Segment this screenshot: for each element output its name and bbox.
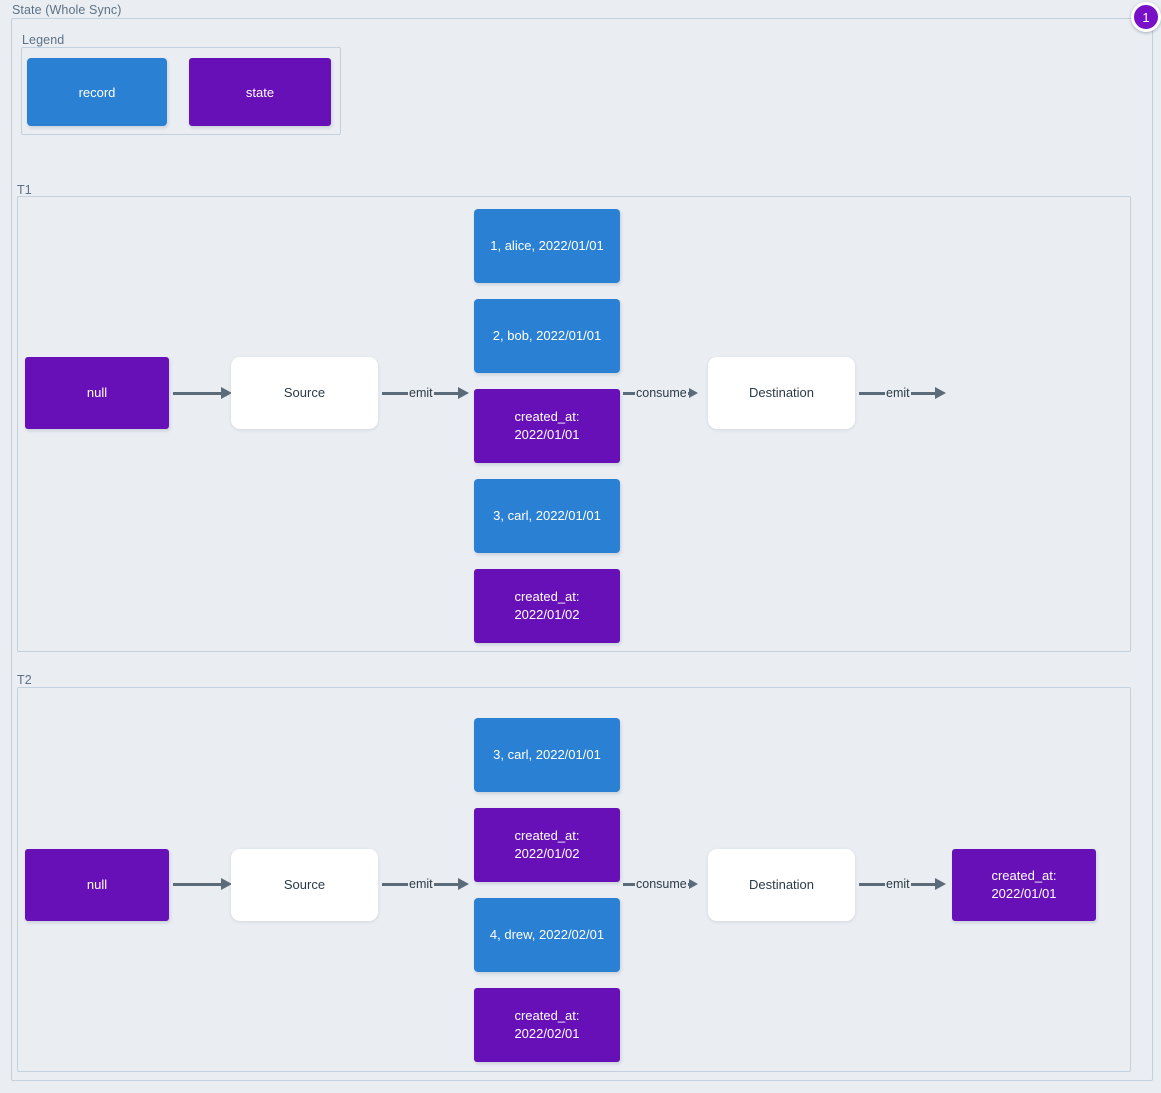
section-label-t1: T1	[17, 183, 32, 197]
t1-stream-item-0: 1, alice, 2022/01/01	[474, 209, 620, 283]
t1-stream-item-1: 2, bob, 2022/01/01	[474, 299, 620, 373]
edge-label: emit	[886, 876, 910, 891]
edge-line	[433, 882, 459, 886]
edge-line	[910, 882, 936, 886]
t2-stream-item-0: 3, carl, 2022/01/01	[474, 718, 620, 792]
diagram-title: State (Whole Sync)	[12, 3, 122, 17]
edge-label: consume	[636, 385, 687, 400]
t1-initial-state: null	[25, 357, 169, 429]
edge-line	[173, 391, 222, 395]
t2-edge-source-emit: emit	[382, 875, 469, 893]
t1-edge-destination-emit: emit	[859, 384, 946, 402]
t2-edge-consume: consume	[623, 875, 698, 893]
t1-stream-item-2: created_at: 2022/01/01	[474, 389, 620, 463]
edge-label: emit	[409, 385, 433, 400]
t2-initial-state: null	[25, 849, 169, 921]
arrow-head-icon	[688, 879, 698, 889]
edge-line	[910, 391, 936, 395]
arrow-head-icon	[221, 878, 232, 890]
edge-line	[623, 391, 635, 395]
t1-edge-consume: consume	[623, 384, 698, 402]
t2-edge-state-to-source	[173, 875, 232, 893]
edge-line	[382, 391, 408, 395]
edge-line	[859, 882, 885, 886]
t1-edge-source-emit: emit	[382, 384, 469, 402]
edge-label: consume	[636, 876, 687, 891]
t1-source-node: Source	[231, 357, 378, 429]
t1-destination-node: Destination	[708, 357, 855, 429]
t2-destination-node: Destination	[708, 849, 855, 921]
t2-final-state: created_at: 2022/01/01	[952, 849, 1096, 921]
t2-source-node: Source	[231, 849, 378, 921]
t2-edge-destination-emit: emit	[859, 875, 946, 893]
legend-swatch-record: record	[27, 58, 167, 126]
arrow-head-icon	[934, 878, 946, 890]
t2-stream-item-3: created_at: 2022/02/01	[474, 988, 620, 1062]
t1-stream-item-4: created_at: 2022/01/02	[474, 569, 620, 643]
edge-line	[859, 391, 885, 395]
arrow-head-icon	[688, 388, 698, 398]
section-label-t2: T2	[17, 673, 32, 687]
arrow-head-icon	[457, 387, 469, 399]
edge-line	[173, 882, 222, 886]
step-badge: 1	[1131, 2, 1161, 32]
t2-stream-item-1: created_at: 2022/01/02	[474, 808, 620, 882]
t1-edge-state-to-source	[173, 384, 232, 402]
legend-swatch-state: state	[189, 58, 331, 126]
arrow-head-icon	[934, 387, 946, 399]
t2-stream-item-2: 4, drew, 2022/02/01	[474, 898, 620, 972]
edge-line	[623, 882, 635, 886]
edge-line	[433, 391, 459, 395]
edge-label: emit	[886, 385, 910, 400]
t1-stream-item-3: 3, carl, 2022/01/01	[474, 479, 620, 553]
arrow-head-icon	[457, 878, 469, 890]
edge-line	[382, 882, 408, 886]
edge-label: emit	[409, 876, 433, 891]
arrow-head-icon	[221, 387, 232, 399]
legend-title: Legend	[22, 33, 65, 47]
